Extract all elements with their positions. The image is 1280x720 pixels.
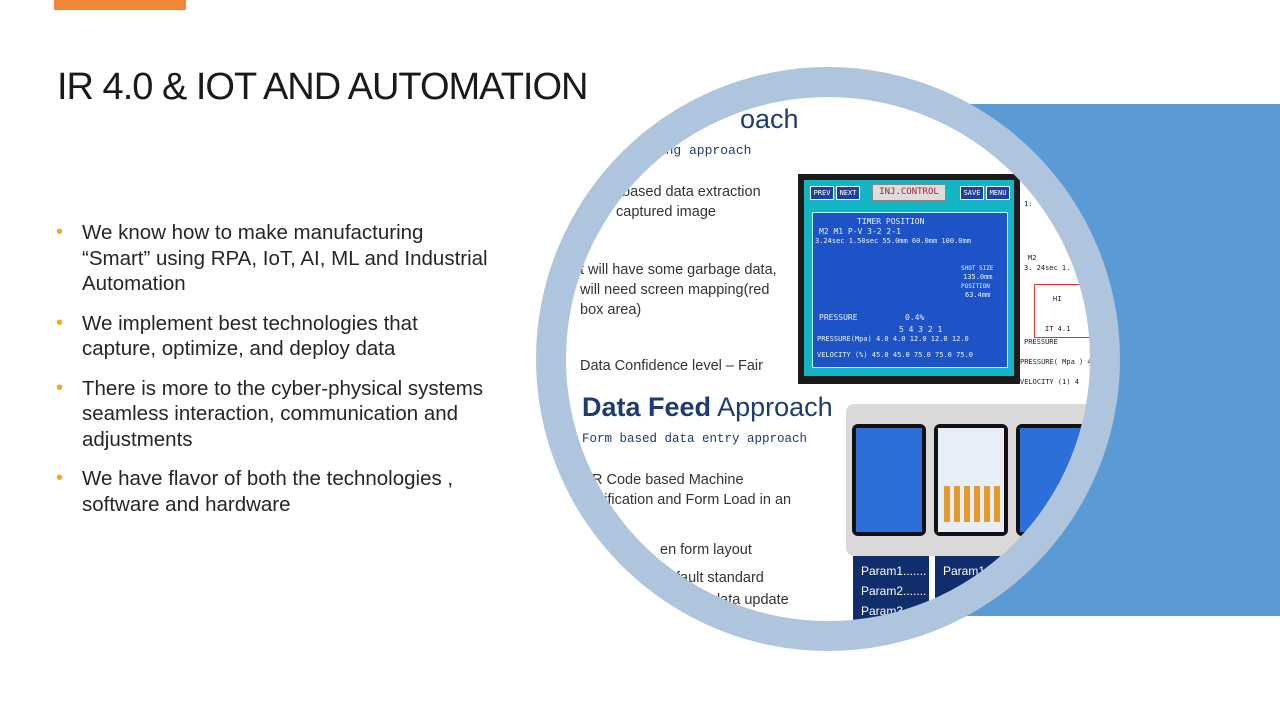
bullet-icon: •	[56, 221, 64, 243]
bullet-item: • We have flavor of both the technologies…	[56, 466, 496, 517]
side-text: 3. 24sec 1.	[1024, 264, 1071, 272]
panel-row: PRESSURE	[819, 313, 858, 322]
side-text: VELOCITY (1) 4	[1020, 378, 1080, 386]
side-text: PRESSURE	[1024, 338, 1058, 346]
side-text: M2	[1028, 254, 1037, 262]
panel-readout: TIMER POSITION M2 M1 P-V 3-2 2-1 3.24sec…	[812, 212, 1008, 368]
panel-row: 3.24sec 1.50sec 55.0mm 60.0mm 100.0mm	[815, 237, 971, 245]
panel-row: 0.4%	[905, 313, 925, 322]
bullet-text: We implement best technologies that capt…	[82, 311, 418, 361]
data-feed-subheading: Form based data entry approach	[582, 432, 808, 446]
panel-row: TIMER POSITION	[857, 217, 925, 226]
side-text: HI	[1053, 295, 1062, 303]
data-feed-rest: Approach	[717, 392, 833, 422]
panel-row: M2 M1 P-V 3-2 2-1	[819, 227, 901, 236]
text-line: d data update	[700, 592, 789, 608]
side-text: IT 4.1	[1045, 325, 1071, 333]
bullet-item: • There is more to the cyber-physical sys…	[56, 376, 496, 453]
bullet-icon: •	[56, 311, 64, 334]
text-line: will need screen mapping(red	[580, 282, 770, 298]
save-button: SAVE	[960, 186, 984, 200]
param-card: Param1....... Param2....... Param3	[853, 556, 929, 621]
bullet-text: There is more to the cyber-physical syst…	[82, 376, 484, 451]
panel-row: POSITION	[961, 283, 990, 290]
panel-header: INJ.CONTROL	[872, 184, 946, 201]
accent-bar	[54, 0, 186, 10]
param-label: Param1	[943, 564, 986, 578]
param-label: Param1.......	[861, 564, 927, 578]
bullet-icon: •	[56, 467, 64, 489]
param-label: Param3	[861, 604, 904, 618]
text-line: en form layout	[660, 542, 752, 558]
confidence-text: Data Confidence level – Fair	[580, 358, 763, 374]
bullet-icon: •	[56, 376, 64, 399]
param-label: Param2.......	[861, 584, 927, 598]
side-text: PRESSURE( Mpa ) 4	[1020, 358, 1090, 366]
text-line: box area)	[580, 302, 642, 318]
text-line: t will have some garbage data,	[580, 262, 777, 278]
bullet-item: • We know how to make manufacturing “Smar…	[56, 220, 496, 297]
red-box-area: HI IT 4.1	[1034, 284, 1090, 338]
next-button: NEXT	[836, 186, 860, 200]
data-feed-bold: Data Feed	[582, 392, 712, 422]
bullet-list: • We know how to make manufacturing “Smar…	[56, 220, 496, 531]
machine-panel-photo: PREV NEXT INJ.CONTROL SAVE MENU TIMER PO…	[798, 174, 1020, 384]
form-thumbnail	[934, 424, 1008, 536]
circular-image: oach ping approach based data extraction…	[566, 97, 1090, 621]
param-card: Param1	[935, 556, 1011, 621]
text-line: R Code based Machine	[592, 472, 744, 488]
text-line: captured image	[616, 204, 716, 220]
panel-row: 63.4mm	[965, 291, 991, 299]
text-line: fault standard	[676, 570, 764, 586]
text-line: based data extraction	[622, 184, 761, 200]
lcd-screen: PREV NEXT INJ.CONTROL SAVE MENU TIMER PO…	[804, 180, 1014, 376]
panel-row: 135.0mm	[963, 273, 993, 281]
panel-row: SHOT SIZE	[961, 265, 994, 272]
form-thumbnail	[852, 424, 926, 536]
data-feed-heading: Data Feed Approach	[582, 392, 833, 423]
bullet-text: We know how to make manufacturing “Smart…	[82, 221, 488, 295]
form-thumbnail	[1016, 424, 1090, 536]
bullet-item: • We implement best technologies that cap…	[56, 311, 496, 362]
side-text: 1:	[1024, 200, 1033, 208]
heading-fragment: oach	[740, 104, 799, 134]
subheading-fragment: ping approach	[650, 143, 752, 158]
text-line: ntification and Form Load in an	[592, 492, 792, 508]
panel-row: VELOCITY (%) 45.0 45.0 75.0 75.0 75.0	[817, 351, 973, 359]
panel-row: PRESSURE(Mpa) 4.0 4.0 12.0 12.0 12.0	[817, 335, 969, 343]
prev-button: PREV	[810, 186, 834, 200]
slide-title: IR 4.0 & IOT AND AUTOMATION	[57, 66, 588, 108]
panel-row: 5 4 3 2 1	[899, 325, 943, 334]
menu-button: MENU	[986, 186, 1010, 200]
bullet-text: We have flavor of both the technologies …	[82, 467, 454, 516]
